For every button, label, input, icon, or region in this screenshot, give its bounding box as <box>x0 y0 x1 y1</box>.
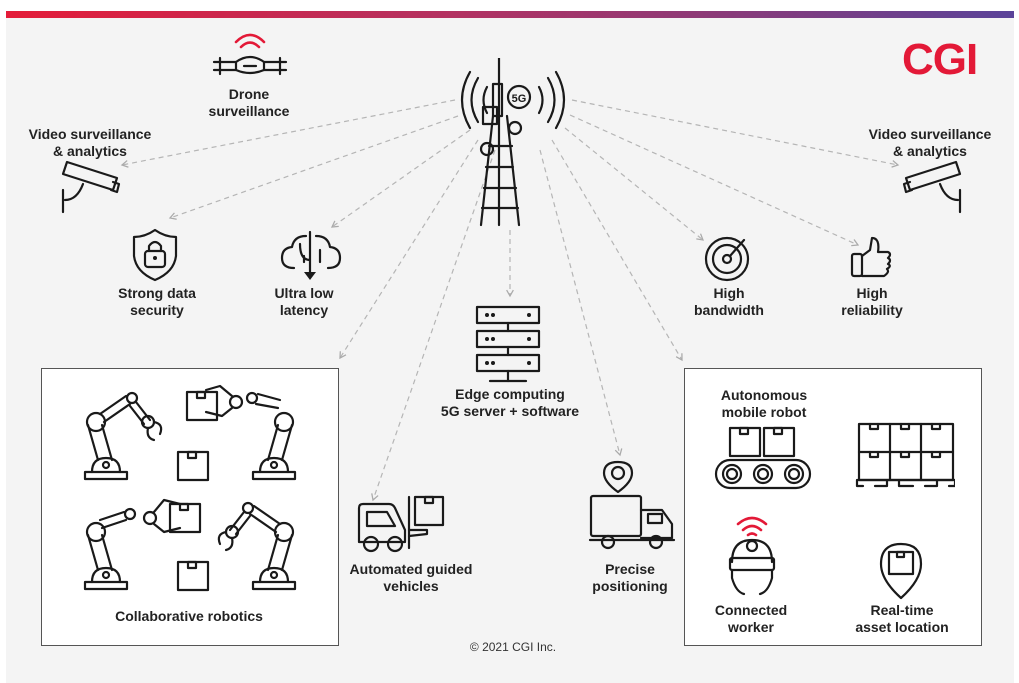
5g-tower-icon: 5G <box>460 58 566 227</box>
truck-location-icon <box>588 460 676 550</box>
video-left-label: Video surveillance& analytics <box>28 126 152 159</box>
connector-security <box>168 115 459 220</box>
connector-video-right <box>571 99 900 168</box>
5g-badge: 5G <box>512 93 527 105</box>
vr-worker-icon <box>728 516 776 596</box>
connector-bandwidth <box>564 127 704 241</box>
pallet-boxes-icon <box>855 422 955 488</box>
collaborative-robotics-label: Collaborative robotics <box>115 608 263 624</box>
gauge-target-icon <box>704 236 750 282</box>
cgi-logo: CGI <box>902 35 978 84</box>
forklift-icon <box>357 495 445 553</box>
connector-agv <box>371 149 496 502</box>
drone-icon <box>212 33 288 76</box>
server-rack-icon <box>475 305 541 383</box>
thumbs-up-icon <box>850 236 892 278</box>
video-right-label: Video surveillance& analytics <box>868 126 992 159</box>
connector-video-left <box>120 99 456 168</box>
connector-amr <box>551 139 683 362</box>
connector-robotics <box>339 139 479 360</box>
shield-lock-icon <box>132 228 178 282</box>
location-box-icon <box>879 542 923 600</box>
security-camera-icon <box>61 160 121 214</box>
logistics-panel <box>684 368 982 646</box>
robot-arm-icon <box>83 384 297 592</box>
copyright: © 2021 CGI Inc. <box>469 640 557 654</box>
connector-reliability <box>569 114 860 247</box>
cloud-arrow-icon <box>280 230 342 280</box>
security-camera-icon <box>902 160 962 214</box>
brand-gradient-bar <box>6 11 1014 18</box>
connector-latency <box>330 129 471 228</box>
conveyor-icon <box>714 426 812 490</box>
connector-positioning <box>539 149 623 457</box>
